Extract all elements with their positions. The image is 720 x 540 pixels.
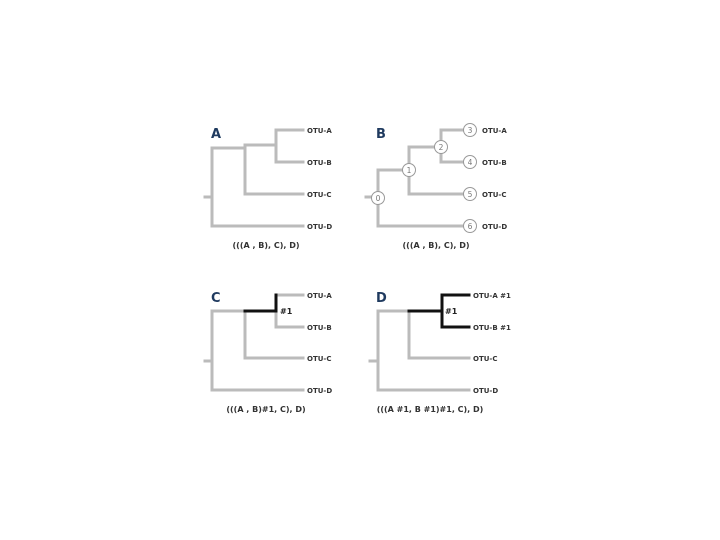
panel-a: A OTU-A OTU-B OTU-C OTU-D (((A , B), C),… [203, 127, 332, 250]
panel-a-leaf-c: OTU-C [307, 191, 331, 199]
panel-d-tag: #1 [445, 307, 458, 316]
panel-c-newick: (((A , B)#1, C), D) [226, 405, 305, 414]
panel-c-letter: C [211, 291, 221, 306]
panel-a-letter: A [211, 127, 221, 142]
node-2-label: 2 [439, 143, 444, 152]
panel-a-leaf-d: OTU-D [307, 223, 332, 231]
panel-d-letter: D [376, 291, 387, 306]
node-1: 1 [402, 163, 416, 177]
panel-b: B 0 1 2 3 4 5 6 OTU-A OTU- [364, 123, 507, 250]
panel-c-foreground-branch [243, 293, 278, 313]
panel-a-leaf-b: OTU-B [307, 159, 332, 167]
panel-d: D #1 OTU-A #1 OTU-B #1 OTU-C OTU-D (((A … [368, 291, 511, 414]
panel-b-newick: (((A , B), C), D) [403, 241, 470, 250]
panel-c: C #1 OTU-A OTU-B OTU-C OTU-D (((A , B)#1… [203, 291, 332, 414]
panel-d-foreground-branches [407, 293, 471, 329]
node-3: 3 [463, 123, 477, 137]
panel-d-leaf-b: OTU-B #1 [473, 324, 511, 332]
node-4: 4 [463, 155, 477, 169]
panel-b-leaf-a: OTU-A [482, 127, 507, 135]
panel-b-letter: B [376, 127, 386, 142]
panel-d-leaf-c: OTU-C [473, 355, 497, 363]
panel-d-leaf-a: OTU-A #1 [473, 292, 511, 300]
panel-b-leaf-c: OTU-C [482, 191, 506, 199]
panel-b-branches [364, 128, 468, 228]
panel-b-leaf-b: OTU-B [482, 159, 507, 167]
node-6: 6 [463, 219, 477, 233]
panel-b-leaf-d: OTU-D [482, 223, 507, 231]
panel-c-leaf-b: OTU-B [307, 324, 332, 332]
node-5-label: 5 [468, 190, 473, 199]
node-0-label: 0 [376, 194, 381, 203]
panel-c-leaf-c: OTU-C [307, 355, 331, 363]
node-0: 0 [371, 191, 385, 205]
panel-a-branches [203, 128, 305, 228]
node-2: 2 [434, 140, 448, 154]
panel-d-newick: (((A #1, B #1)#1, C), D) [377, 405, 484, 414]
node-3-label: 3 [468, 126, 473, 135]
node-1-label: 1 [407, 166, 412, 175]
node-5: 5 [463, 187, 477, 201]
node-4-label: 4 [468, 158, 473, 167]
panel-c-leaf-d: OTU-D [307, 387, 332, 395]
panel-d-leaf-d: OTU-D [473, 387, 498, 395]
panel-d-branches [368, 309, 471, 392]
panel-c-leaf-a: OTU-A [307, 292, 332, 300]
node-6-label: 6 [468, 222, 473, 231]
panel-a-newick: (((A , B), C), D) [233, 241, 300, 250]
panel-a-leaf-a: OTU-A [307, 127, 332, 135]
panel-c-tag: #1 [280, 307, 293, 316]
